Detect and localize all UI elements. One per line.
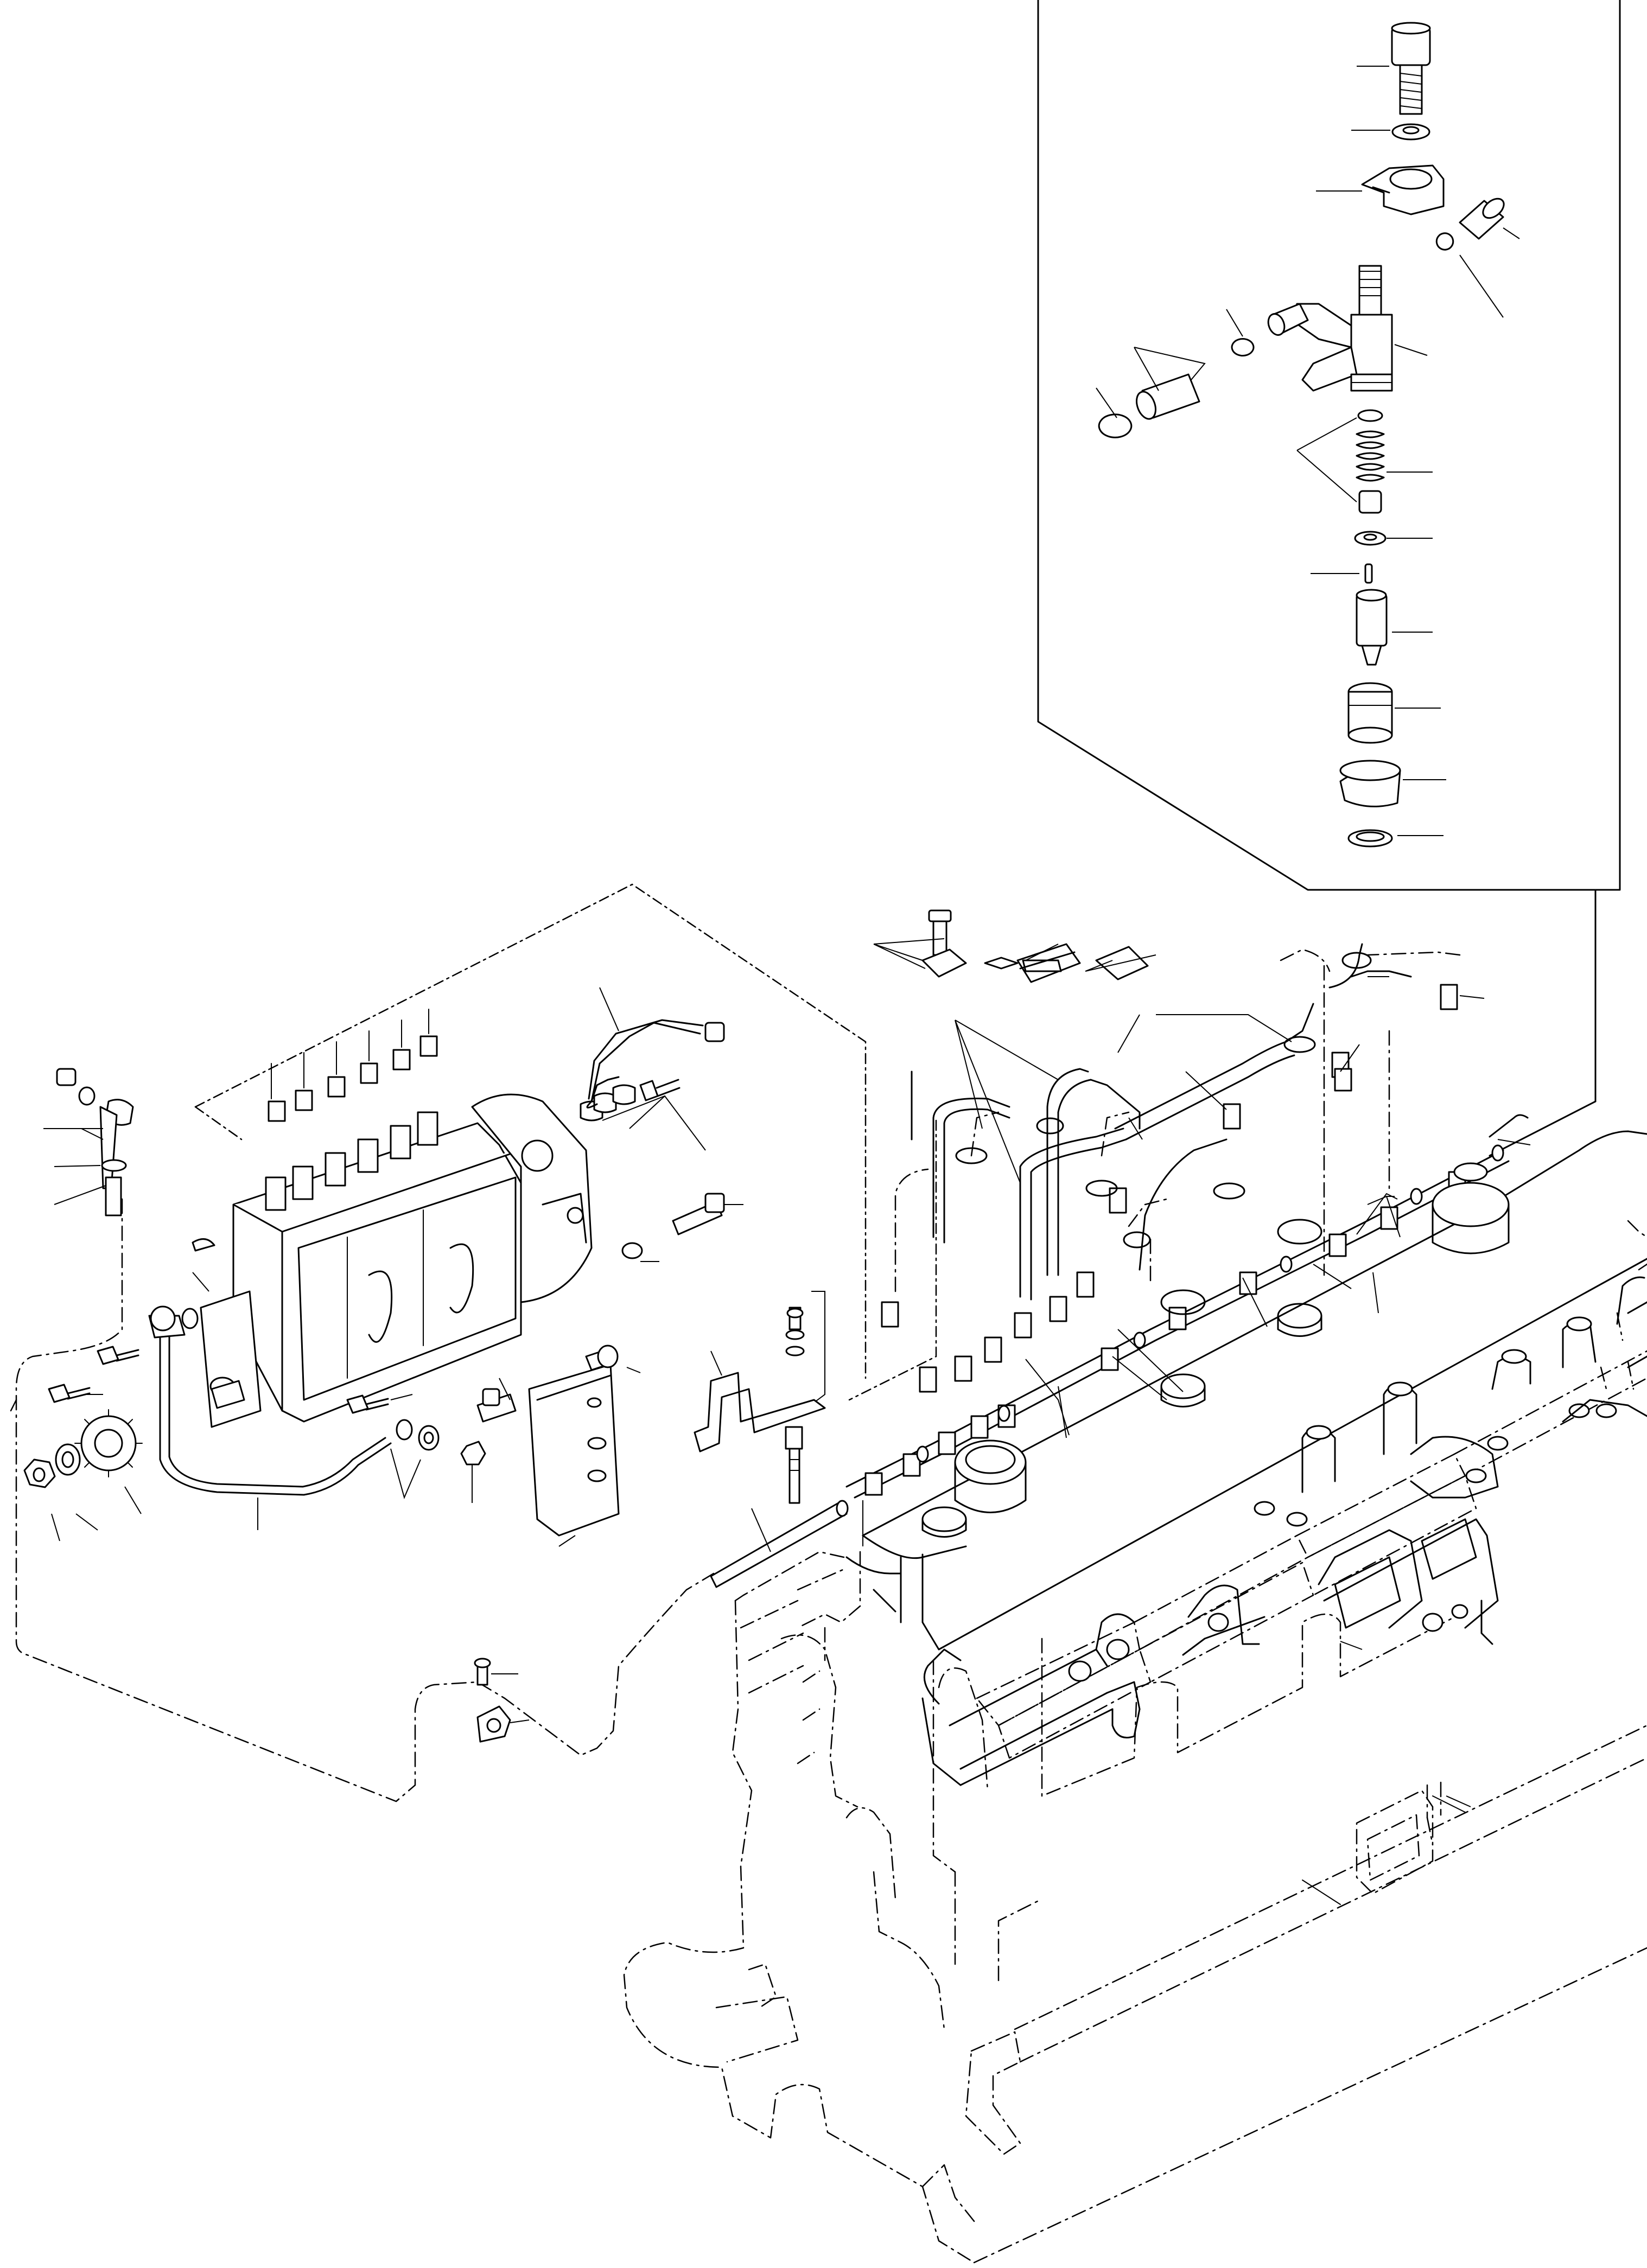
drive-gear-icon xyxy=(74,1409,143,1477)
return-hose-icon xyxy=(1435,198,1505,251)
bolt-icon xyxy=(621,1193,725,1259)
leak-off-tee-icon xyxy=(1290,265,1393,392)
leak-off-hose-icon xyxy=(1098,303,1309,438)
bolt-icon xyxy=(476,1388,517,1423)
washer-icon xyxy=(1391,123,1430,141)
pipe-clamp-set-icon xyxy=(921,909,1149,983)
banjo-fitting-icon xyxy=(56,1068,134,1216)
washer-icon xyxy=(55,1443,81,1476)
delivery-valve-holders xyxy=(265,1035,438,1211)
injection-pipes xyxy=(845,909,1531,1546)
return-line-phantom xyxy=(15,1198,715,1802)
support-bracket-icon xyxy=(528,1345,620,1537)
spring-seat-icon xyxy=(1354,409,1387,546)
inset-frame xyxy=(1037,0,1621,891)
nozzle-icon xyxy=(1356,589,1388,666)
hollow-bolt-icon xyxy=(1391,22,1431,115)
bolt-icon xyxy=(48,1384,91,1403)
glow-plug-icon xyxy=(785,1307,805,1504)
bolt-icon xyxy=(346,1394,440,1451)
nut-icon xyxy=(460,1441,486,1466)
bolt-icon xyxy=(97,1346,139,1365)
inset-connector-line-2 xyxy=(1489,1100,1597,1157)
fuel-feed-line xyxy=(159,1323,392,1496)
injector-detail-inset xyxy=(1037,0,1621,1157)
return-tube-icon xyxy=(710,1500,849,1588)
nozzle-clamp-icon xyxy=(1361,164,1445,215)
nut-icon xyxy=(23,1458,56,1488)
bus-bar-icon xyxy=(694,1372,826,1452)
pipe-fitting-icon xyxy=(881,984,1458,1393)
heat-shield-icon xyxy=(1339,760,1401,807)
woodruff-key-icon xyxy=(192,1238,215,1252)
locating-pin-icon xyxy=(1364,563,1373,584)
nozzle-nut-icon xyxy=(1347,682,1393,744)
gasket-ring-icon xyxy=(1347,829,1393,848)
leak-off-tee-fittings xyxy=(864,1171,1466,1496)
pipe-clamp-icon xyxy=(474,1658,511,1743)
nut-icon xyxy=(580,1079,681,1122)
cylinder-head-outline xyxy=(623,1130,1647,2264)
overflow-pipe xyxy=(586,1022,701,1108)
injection-pump-assembly xyxy=(23,883,867,1547)
